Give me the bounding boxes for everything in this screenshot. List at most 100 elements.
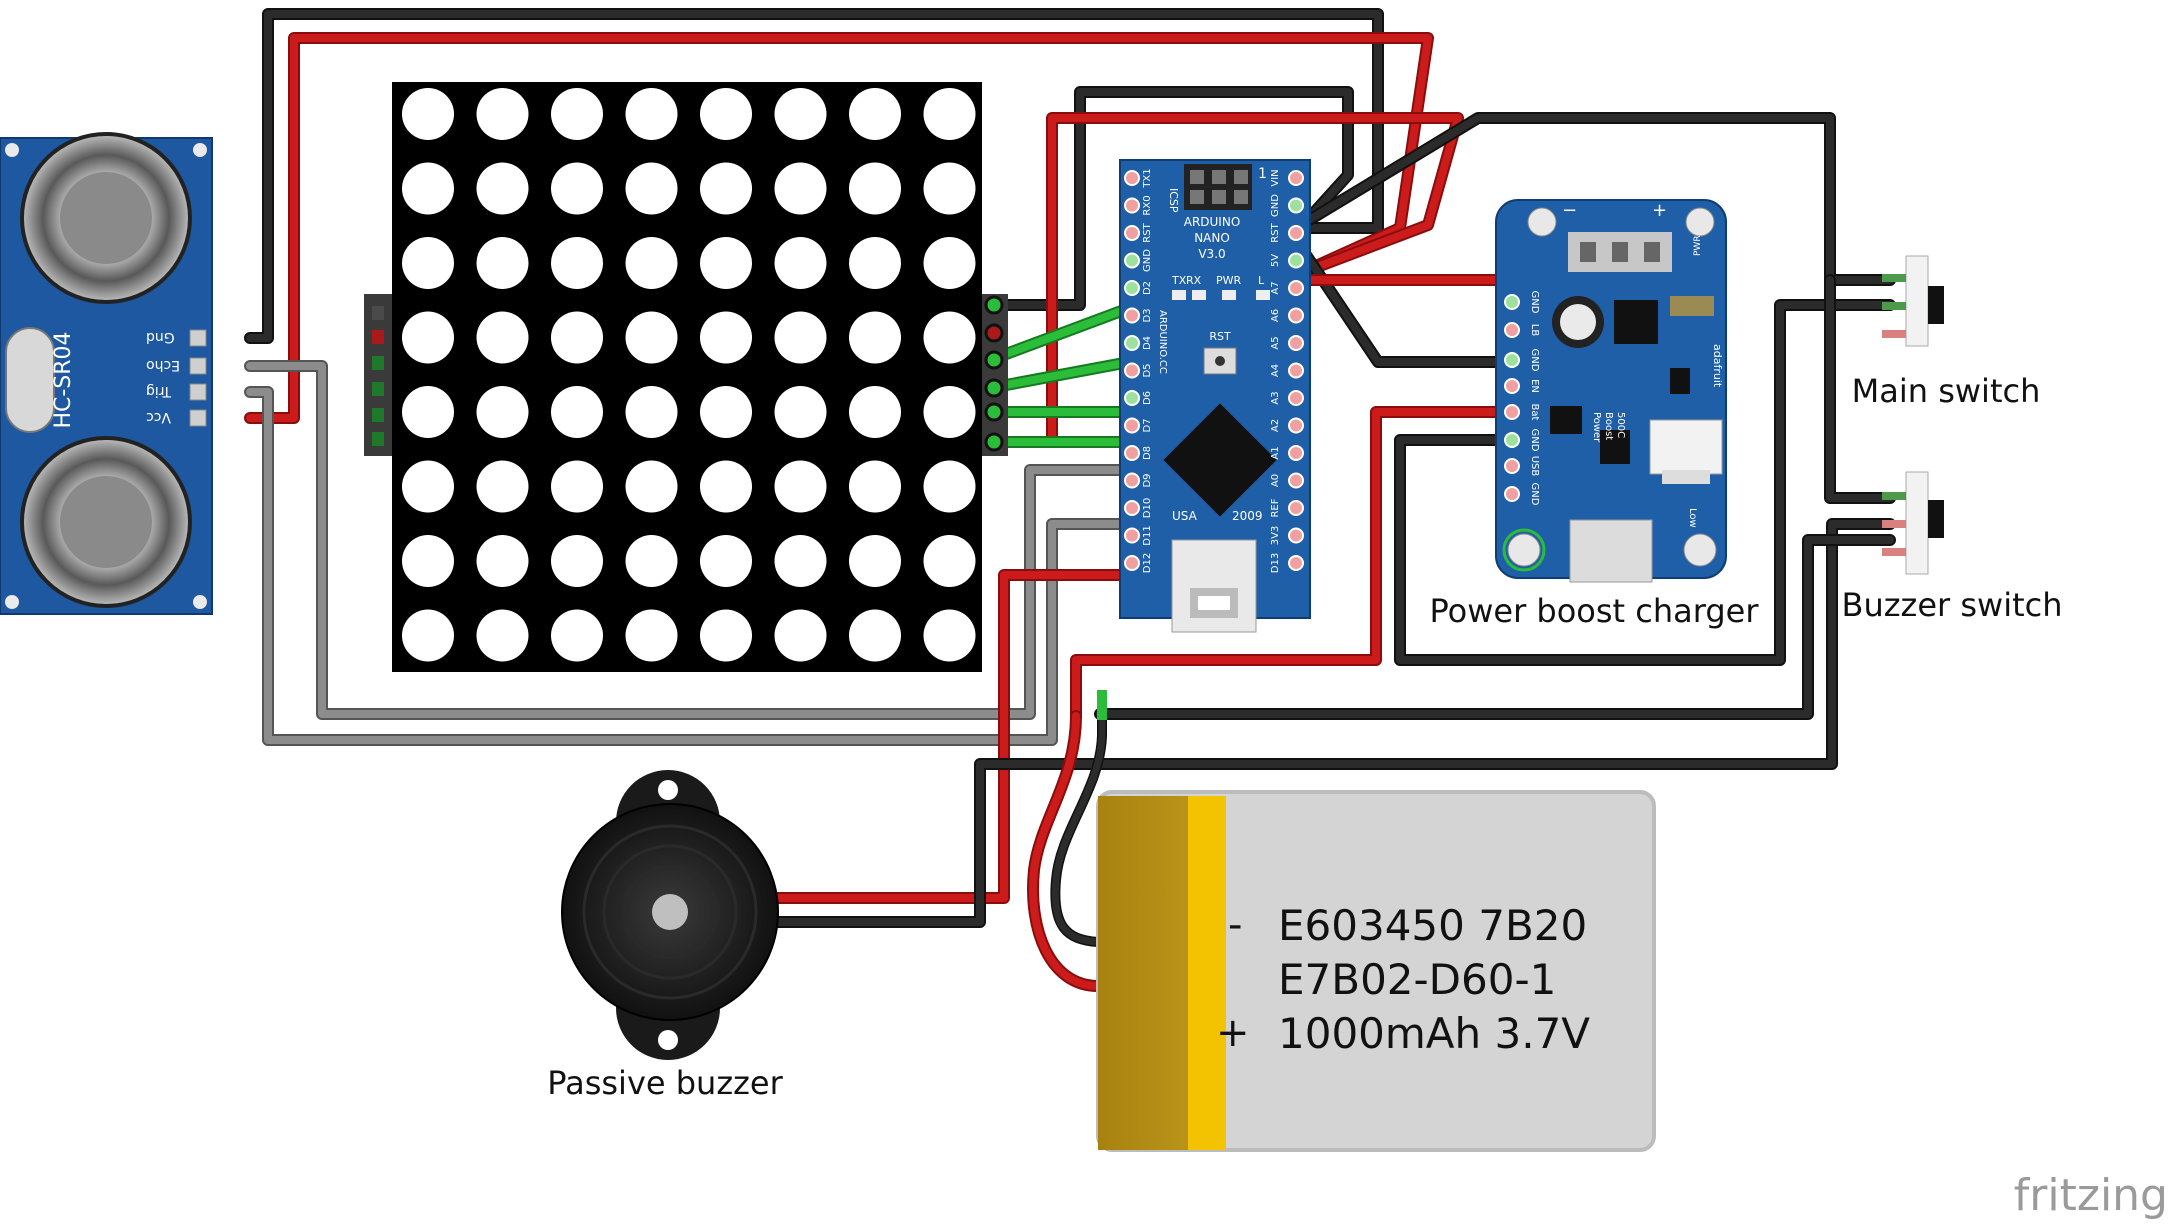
wire-hcsr04-gnd[interactable]: [244, 8, 1384, 344]
boost-ic: [1614, 300, 1658, 344]
wire-boost-bat-battery[interactable]: [1070, 406, 1518, 722]
matrix-led: [700, 535, 752, 587]
boost-pin: [1504, 458, 1520, 474]
wire-matrix-gnd[interactable]: [984, 86, 1354, 311]
wire-hcsr04-trig[interactable]: [244, 386, 1146, 746]
icsp-header: [1184, 164, 1252, 210]
nano-pin: [1124, 335, 1140, 351]
matrix-led: [700, 162, 752, 215]
power-boost-charger-board: − + PWR adafruit Power Boost 500C Low GN…: [1495, 199, 1727, 583]
inductor: [1552, 296, 1604, 348]
matrix-led: [849, 460, 901, 513]
wire-buzzer-switch-battery[interactable]: [1094, 534, 1896, 720]
boost-brand: adafruit: [1711, 344, 1724, 388]
matrix-led: [625, 386, 678, 438]
matrix-led: [774, 460, 827, 513]
reset-button[interactable]: RST: [1203, 330, 1237, 375]
nano-pin-label: A2: [1270, 419, 1281, 432]
usb-connector[interactable]: [1171, 539, 1257, 633]
wire-buzzer-signal[interactable]: [770, 569, 1146, 904]
boost-pin: [1504, 378, 1520, 394]
boost-pin: [1504, 486, 1520, 502]
matrix-led: [402, 88, 454, 140]
nano-pin-label: D13: [1270, 553, 1281, 573]
nano-pin-label: A5: [1270, 336, 1281, 349]
nano-pin-label: REF: [1270, 498, 1281, 517]
nano-pin-label: D7: [1142, 418, 1153, 432]
matrix-led: [402, 460, 454, 513]
nano-pin: [1288, 280, 1304, 296]
nano-pin: [1124, 225, 1140, 241]
wire-battery-leads[interactable]: [1027, 690, 1107, 992]
battery-line1: E603450 7B20: [1278, 901, 1587, 950]
led-l-label: L: [1258, 274, 1265, 287]
matrix-led: [923, 460, 976, 513]
main-switch[interactable]: [1882, 255, 1944, 347]
matrix-led: [849, 609, 901, 662]
hcsr04-pin: [189, 409, 207, 427]
boost-product-line2: Boost: [1603, 412, 1614, 440]
nano-pin-label: D4: [1142, 336, 1153, 350]
nano-pin: [1288, 390, 1304, 406]
matrix-led: [476, 88, 529, 140]
nano-pin: [1124, 252, 1140, 269]
passive-buzzer: [561, 770, 779, 1060]
matrix-led: [923, 162, 976, 215]
nano-pin-label: A3: [1270, 391, 1281, 404]
wire-hcsr04-echo[interactable]: [244, 360, 1146, 720]
nano-pin-label: D9: [1142, 473, 1153, 487]
nano-pin: [1288, 500, 1304, 516]
buzzer-switch[interactable]: [1882, 471, 1944, 575]
icsp-label: ICSP: [1167, 188, 1180, 213]
nano-pin: [1124, 390, 1140, 406]
nano-pin-label: A0: [1270, 474, 1281, 487]
boost-pin: [1504, 432, 1520, 448]
nano-pin: [1288, 362, 1304, 379]
wires: [244, 8, 1896, 992]
transducer-bottom: [20, 436, 192, 608]
passive-buzzer-label: Passive buzzer: [547, 1064, 783, 1102]
led-rx-label: RX: [1186, 274, 1202, 287]
matrix-right-header: [982, 294, 1008, 456]
hcsr04-pin-label: Echo: [146, 357, 180, 373]
boost-pin-label: USB: [1529, 456, 1540, 477]
buzzer-switch-label: Buzzer switch: [1842, 586, 2063, 624]
boost-usb-port[interactable]: [1569, 519, 1653, 583]
matrix-led: [551, 311, 603, 364]
matrix-led: [774, 237, 827, 289]
nano-pin-label: D10: [1142, 498, 1153, 518]
matrix-led: [923, 386, 976, 438]
battery-plus-label: +: [1216, 1010, 1250, 1056]
wire-nano-gnd-main-switch[interactable]: [1290, 112, 1896, 286]
boost-pin-label: GND: [1529, 429, 1540, 452]
transducer-top: [20, 132, 192, 304]
matrix-led: [849, 386, 901, 438]
matrix-led: [476, 162, 529, 215]
nano-pin: [1124, 472, 1140, 489]
nano-pin-label: D2: [1142, 281, 1153, 295]
matrix-led: [923, 88, 976, 140]
nano-pin-label: VIN: [1270, 169, 1281, 186]
wire-main-switch-boost[interactable]: [1394, 299, 1896, 666]
matrix-led: [923, 237, 976, 289]
nano-pin-label: A6: [1270, 309, 1281, 322]
boost-pin: [1504, 404, 1520, 420]
nano-pin: [1124, 362, 1140, 379]
wire-matrix-data[interactable]: [984, 298, 1146, 448]
matrix-led: [774, 88, 827, 140]
nano-pin: [1124, 527, 1140, 544]
matrix-led: [774, 535, 827, 587]
boost-pin-label: GND: [1529, 483, 1540, 506]
boost-pin: [1504, 322, 1520, 338]
wire-buzzer-gnd[interactable]: [770, 518, 1896, 928]
wire-boost-gnd-switch[interactable]: [1824, 274, 1896, 504]
matrix-led: [774, 609, 827, 662]
boost-pin-label: LB: [1529, 324, 1540, 337]
matrix-led: [551, 460, 603, 513]
arduino-nano: ICSP 1 ARDUINO NANO V3.0 TX RX PWR L ARD…: [1119, 159, 1311, 633]
nano-pin: [1124, 170, 1140, 186]
matrix-led: [923, 311, 976, 364]
matrix-led: [551, 162, 603, 215]
